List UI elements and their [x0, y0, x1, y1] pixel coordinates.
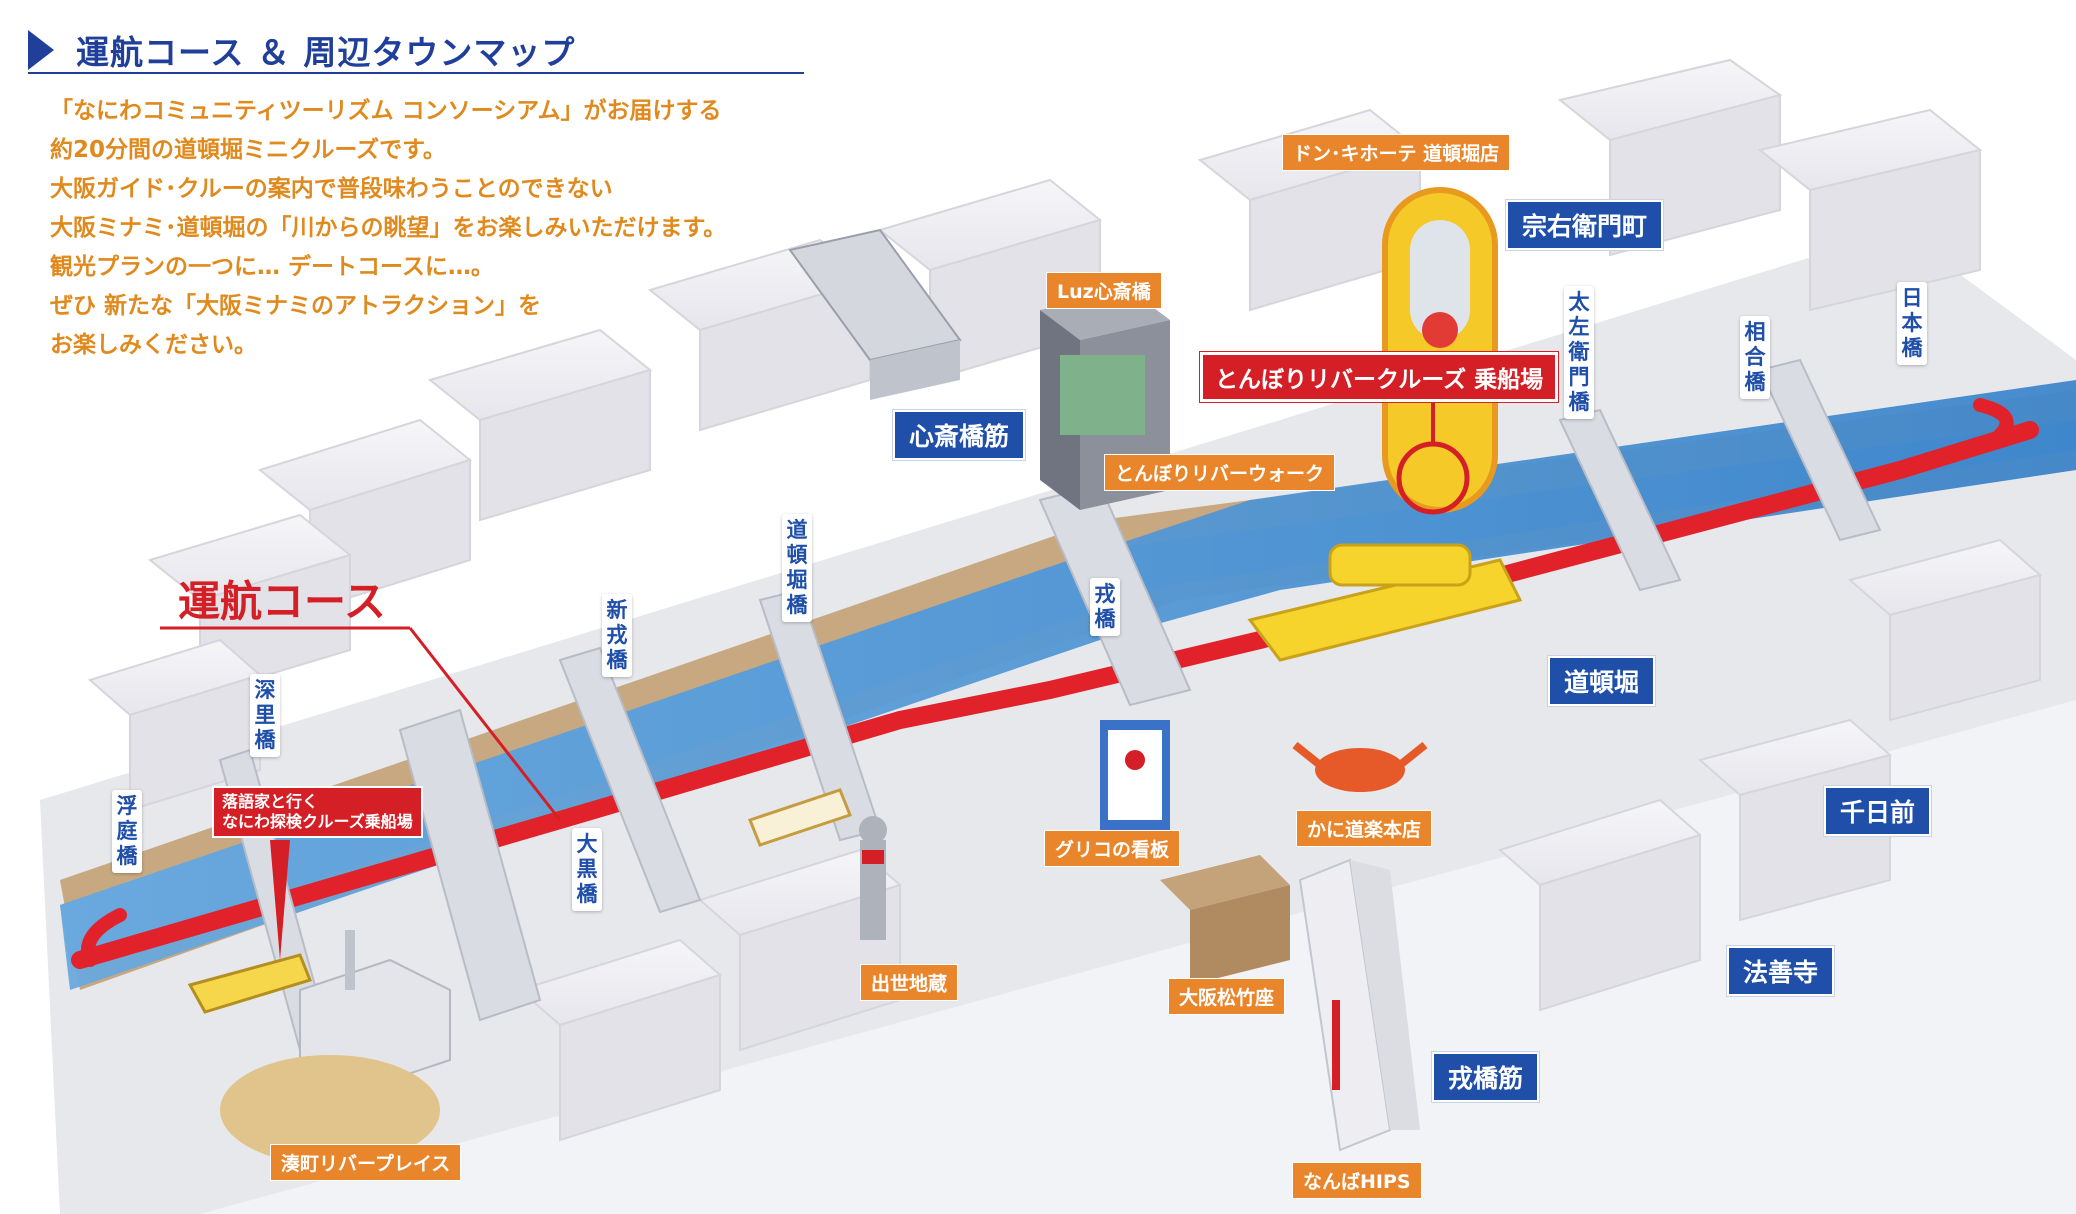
landmark-label-shochikuza: 大阪松竹座 — [1168, 978, 1286, 1015]
intro-text: 「なにわコミュニティツーリズム コンソーシアム」がお届けする 約20分間の道頓堀… — [50, 92, 810, 365]
intro-line: 「なにわコミュニティツーリズム コンソーシアム」がお届けする — [50, 98, 722, 124]
area-label-soemoncho: 宗右衛門町 — [1506, 200, 1664, 250]
shochikuza-building — [1160, 855, 1290, 985]
hips-tower — [1298, 858, 1420, 1152]
bridge-label-nipponbashi: 日本橋 — [1897, 282, 1927, 365]
tombori-boat — [1247, 543, 1523, 662]
landmark-label-shusse-jizo: 出世地蔵 — [860, 964, 959, 1001]
course-pointer-diag — [408, 627, 562, 821]
intro-line: 観光プランの一つに… デートコースに…。 — [50, 254, 494, 280]
course-label: 運航コース — [178, 577, 386, 626]
landmark-label-minatomachi: 湊町リバープレイス — [270, 1144, 462, 1181]
intro-line: お楽しみください。 — [50, 332, 257, 358]
naniwa-boat — [187, 953, 312, 1014]
area-label-ebisubashisuji: 戎橋筋 — [1432, 1052, 1540, 1102]
river-channel — [60, 380, 2076, 990]
map-header: 運航コース ＆ 周辺タウンマップ — [28, 26, 804, 74]
area-label-hozenji: 法善寺 — [1727, 946, 1835, 996]
small-boat — [748, 788, 852, 847]
area-label-dotonbori: 道頓堀 — [1548, 656, 1656, 706]
intro-line: 大阪ガイド･クルーの案内で普段味わうことのできない — [50, 176, 613, 202]
bridge-label-shinebisubashi: 新戎橋 — [602, 594, 632, 677]
intro-line: 大阪ミナミ･道頓堀の「川からの眺望」をお楽しみいただけます。 — [50, 215, 727, 241]
bridge-label-dotonboribashi: 道頓堀橋 — [782, 514, 812, 622]
page-title: 運航コース ＆ 周辺タウンマップ — [76, 33, 576, 72]
don-quijote-ferris-wheel — [1382, 187, 1498, 513]
glico-sign — [1100, 720, 1170, 830]
bridge-label-aioibashi: 相合橋 — [1740, 316, 1770, 399]
bridge-label-ukiniwabashi: 浮庭橋 — [112, 790, 142, 873]
intro-line: ぜひ 新たな「大阪ミナミのアトラクション」を — [50, 293, 542, 319]
bridge-label-fukaribashi: 深里橋 — [250, 674, 280, 757]
bridge-label-ebisubashi: 戎橋 — [1090, 578, 1120, 636]
naniwa-pier-pointer — [270, 840, 290, 960]
landmark-label-riverwalk: とんぼりリバーウォーク — [1104, 454, 1336, 491]
minatomachi-tower — [220, 930, 451, 1165]
shusse-jizo-statue — [859, 816, 887, 940]
shinsaibashi-arcade — [788, 228, 962, 400]
landmark-label-hips: なんばHIPS — [1292, 1162, 1422, 1199]
pier-label-tombori: とんぼりリバークルーズ 乗船場 — [1200, 352, 1559, 402]
area-label-shinsaibashisuji: 心斎橋筋 — [893, 410, 1026, 460]
area-label-sennichimae: 千日前 — [1824, 786, 1932, 836]
header-arrow-icon — [28, 30, 54, 70]
landmark-label-kani-doraku: かに道楽本店 — [1296, 810, 1433, 847]
landmark-label-luz: Luz心斎橋 — [1046, 272, 1162, 309]
bridge-label-tazaemonbashi: 太左衛門橋 — [1564, 286, 1594, 419]
landmark-label-glico: グリコの看板 — [1044, 830, 1181, 867]
pier-label-naniwa: 落語家と行く なにわ探検クルーズ乗船場 — [212, 786, 423, 838]
kani-doraku-crab — [1292, 741, 1428, 792]
header-divider — [28, 72, 804, 74]
intro-line: 約20分間の道頓堀ミニクルーズです。 — [50, 137, 446, 163]
landmark-label-don-quijote: ドン･キホーテ 道頓堀店 — [1282, 134, 1511, 171]
bridge-label-daikokubashi: 大黒橋 — [572, 828, 602, 911]
